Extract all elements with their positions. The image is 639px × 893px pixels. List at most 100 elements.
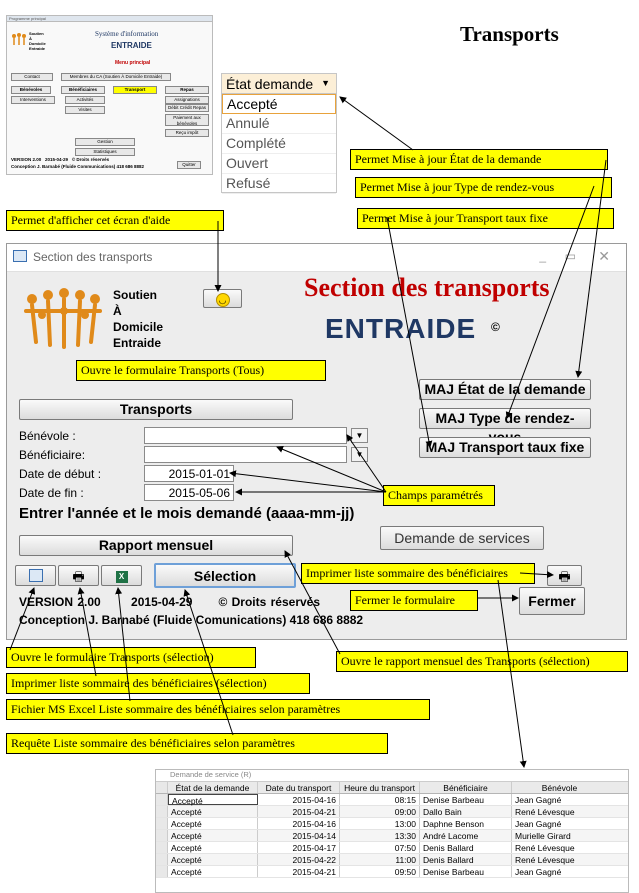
minimize-icon[interactable]: _ xyxy=(539,249,546,263)
column-header[interactable]: Heure du transport xyxy=(340,782,420,793)
table-cell[interactable]: René Lévesque xyxy=(515,855,575,865)
table-cell[interactable]: 2015-04-16 xyxy=(258,794,340,805)
table-cell[interactable]: 2015-04-21 xyxy=(258,866,340,877)
table-cell[interactable]: 13:00 xyxy=(340,818,420,829)
table-cell[interactable]: 2015-04-16 xyxy=(258,818,340,829)
maximize-icon[interactable]: ▭ xyxy=(564,249,576,263)
thumbnail-benevoles-button[interactable]: Bénévoles xyxy=(11,86,51,94)
fermer-button[interactable]: Fermer xyxy=(519,587,585,615)
thumbnail-transport-button[interactable]: Transport xyxy=(113,86,157,94)
table-cell[interactable]: 13:30 xyxy=(340,830,420,841)
thumbnail-visites-button[interactable]: Visites xyxy=(65,106,105,114)
thumbnail-gestion-button[interactable]: Gestion xyxy=(75,138,135,146)
table-cell[interactable]: Dallo Bain xyxy=(420,806,512,817)
table-cell[interactable]: Jean Gagné xyxy=(515,795,562,805)
dropdown-option[interactable]: Ouvert xyxy=(222,154,336,174)
dropdown-option[interactable]: Annulé xyxy=(222,114,336,134)
dropdown-option[interactable]: Refusé xyxy=(222,174,336,194)
dropdown-arrow-icon[interactable]: ▼ xyxy=(351,428,368,443)
date-debut-field[interactable]: 2015-01-01 xyxy=(144,465,234,482)
selection-button[interactable]: Sélection xyxy=(154,563,296,588)
print-summary-button[interactable]: 🖶 xyxy=(547,565,582,586)
maj-type-button[interactable]: MAJ Type de rendez-vous xyxy=(419,408,591,445)
table-cell[interactable]: 2015-04-21 xyxy=(258,806,340,817)
thumbnail-debit-credit-button[interactable]: Débit Crédit Repas xyxy=(165,104,209,112)
column-header[interactable]: État de la demande xyxy=(168,782,258,793)
table-cell[interactable]: Denis Ballard xyxy=(420,854,512,865)
thumbnail-repas-button[interactable]: Repas xyxy=(165,86,209,94)
row-selector[interactable] xyxy=(156,830,168,841)
table-cell[interactable]: Denise Barbeau xyxy=(420,794,512,805)
transports-button[interactable]: Transports xyxy=(19,399,293,420)
dropdown-header[interactable]: État demande ▼ xyxy=(222,74,336,94)
etat-demande-dropdown[interactable]: État demande ▼ Accepté Annulé Complété O… xyxy=(221,73,337,194)
beneficiaire-field[interactable] xyxy=(144,446,347,463)
help-button[interactable]: ◡ xyxy=(203,289,242,308)
row-selector[interactable] xyxy=(156,806,168,817)
table-cell[interactable]: Denise Barbeau xyxy=(420,866,512,877)
row-selector[interactable] xyxy=(156,794,168,805)
table-cell[interactable]: 08:15 xyxy=(340,794,420,805)
open-selection-button[interactable] xyxy=(15,565,56,586)
benevole-field[interactable] xyxy=(144,427,347,444)
row-selector[interactable] xyxy=(156,842,168,853)
column-header[interactable]: Bénévole xyxy=(541,783,578,793)
table-cell[interactable]: 11:00 xyxy=(340,854,420,865)
rapport-mensuel-button[interactable]: Rapport mensuel xyxy=(19,535,293,556)
thumbnail-members-button[interactable]: Membres du CA (Soutien À Domicile Entrai… xyxy=(61,73,171,81)
table-cell[interactable]: Accepté xyxy=(168,818,258,829)
print-selection-button[interactable]: 🖶 xyxy=(58,565,99,586)
table-cell[interactable]: 09:00 xyxy=(340,806,420,817)
table-cell[interactable]: 2015-04-14 xyxy=(258,830,340,841)
thumbnail-quitter-button[interactable]: Quitter xyxy=(177,161,201,169)
row-selector[interactable] xyxy=(156,818,168,829)
dropdown-option[interactable]: Complété xyxy=(222,134,336,154)
table-cell[interactable]: 2015-04-17 xyxy=(258,842,340,853)
dropdown-option[interactable]: Accepté xyxy=(222,94,336,114)
close-icon[interactable]: ✕ xyxy=(598,248,610,264)
column-header[interactable]: Bénéficiaire xyxy=(420,782,512,793)
thumbnail-activites-button[interactable]: Activités xyxy=(65,96,105,104)
table-cell[interactable]: Accepté xyxy=(168,806,258,817)
table-cell[interactable]: André Lacome xyxy=(420,830,512,841)
table-cell[interactable]: Accepté xyxy=(168,854,258,865)
thumbnail-statistiques-button[interactable]: Statistiques xyxy=(75,148,135,156)
maj-taux-button[interactable]: MAJ Transport taux fixe xyxy=(419,437,591,458)
maj-etat-button[interactable]: MAJ État de la demande xyxy=(419,379,591,400)
thumbnail-recu-button[interactable]: Reçu impôt xyxy=(165,129,209,137)
table-cell[interactable]: Accepté xyxy=(168,842,258,853)
table-cell[interactable]: 09:50 xyxy=(340,866,420,877)
thumbnail-interventions-button[interactable]: Interventions xyxy=(11,96,55,104)
row-selector[interactable] xyxy=(156,854,168,865)
table-cell[interactable]: Jean Gagné xyxy=(515,819,562,829)
table-cell[interactable]: René Lévesque xyxy=(515,843,575,853)
thumbnail-contact-button[interactable]: Contact xyxy=(11,73,53,81)
table-cell[interactable]: 2015-04-22 xyxy=(258,854,340,865)
table-cell[interactable]: René Lévesque xyxy=(515,807,575,817)
thumbnail-assignations-button[interactable]: Assignations xyxy=(165,96,209,104)
table-cell[interactable]: Murielle Girard xyxy=(515,831,571,841)
table-cell[interactable]: Accepté xyxy=(168,866,258,877)
table-cell[interactable]: 07:50 xyxy=(340,842,420,853)
table-cell[interactable]: Jean Gagné xyxy=(515,867,562,877)
row-selector[interactable] xyxy=(156,866,168,877)
excel-export-button[interactable]: X xyxy=(101,565,142,586)
table-cell[interactable]: Daphne Benson xyxy=(420,818,512,829)
table-cell[interactable]: Accepté xyxy=(168,830,258,841)
demande-services-button[interactable]: Demande de services xyxy=(380,526,544,550)
table-cell[interactable]: Denis Ballard xyxy=(420,842,512,853)
thumbnail-paiement-button[interactable]: Paiement aux bénévoles xyxy=(165,114,209,126)
thumbnail-beneficiaires-button[interactable]: Bénéficiaires xyxy=(61,86,105,94)
table-cell[interactable]: Accepté xyxy=(168,794,258,806)
date-fin-field[interactable]: 2015-05-06 xyxy=(144,484,234,501)
column-header[interactable]: Date du transport xyxy=(258,782,340,793)
dropdown-arrow-icon[interactable]: ▼ xyxy=(351,447,368,462)
row-selector[interactable] xyxy=(156,782,168,793)
